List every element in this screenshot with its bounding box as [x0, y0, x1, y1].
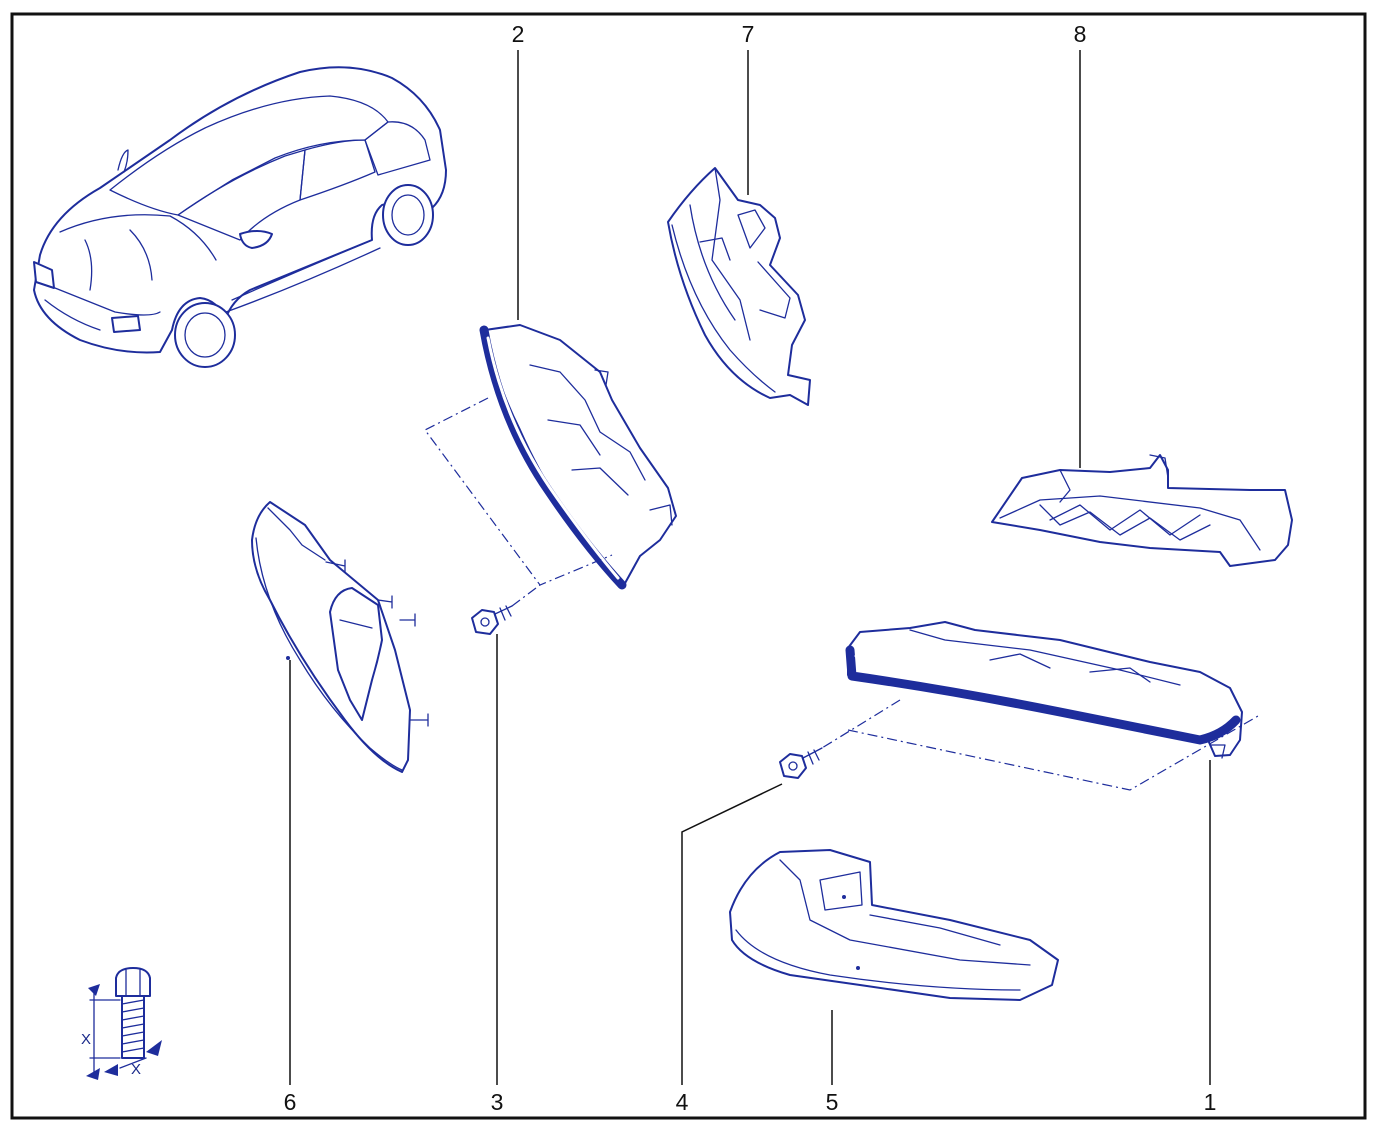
part-5-bezel [729, 849, 1059, 1001]
arrow-marker-icon [88, 984, 100, 996]
arrow-marker-icon [146, 1040, 162, 1056]
assembly-axes [424, 397, 1259, 791]
callout-4: 4 [676, 1089, 689, 1115]
vehicle-illustration [33, 66, 447, 368]
dimension-x-horizontal: X [131, 1061, 141, 1078]
callout-5: 5 [826, 1089, 839, 1115]
part-1-lamp-unit [845, 621, 1243, 759]
part-6-lamp-unit [251, 501, 429, 773]
diagram-frame [10, 12, 1367, 1120]
callout-6: 6 [284, 1089, 297, 1115]
callout-2: 2 [512, 21, 525, 47]
arrow-marker-icon [104, 1064, 118, 1076]
bolt-torque-legend: X X [81, 967, 162, 1080]
leader-lines [289, 50, 1211, 1085]
arrow-marker-icon [86, 1068, 100, 1080]
callout-3: 3 [491, 1089, 504, 1115]
part-3-screw [471, 605, 513, 635]
dimension-x-vertical: X [81, 1031, 91, 1048]
part-2-lamp-unit [479, 324, 677, 590]
part-8-lamp-unit [991, 454, 1293, 567]
bolt-head-icon [115, 967, 151, 997]
callout-8: 8 [1074, 21, 1087, 47]
callout-1: 1 [1204, 1089, 1217, 1115]
part-7-lamp-unit [667, 167, 811, 406]
callout-7: 7 [742, 21, 755, 47]
part-4-screw [779, 747, 823, 779]
